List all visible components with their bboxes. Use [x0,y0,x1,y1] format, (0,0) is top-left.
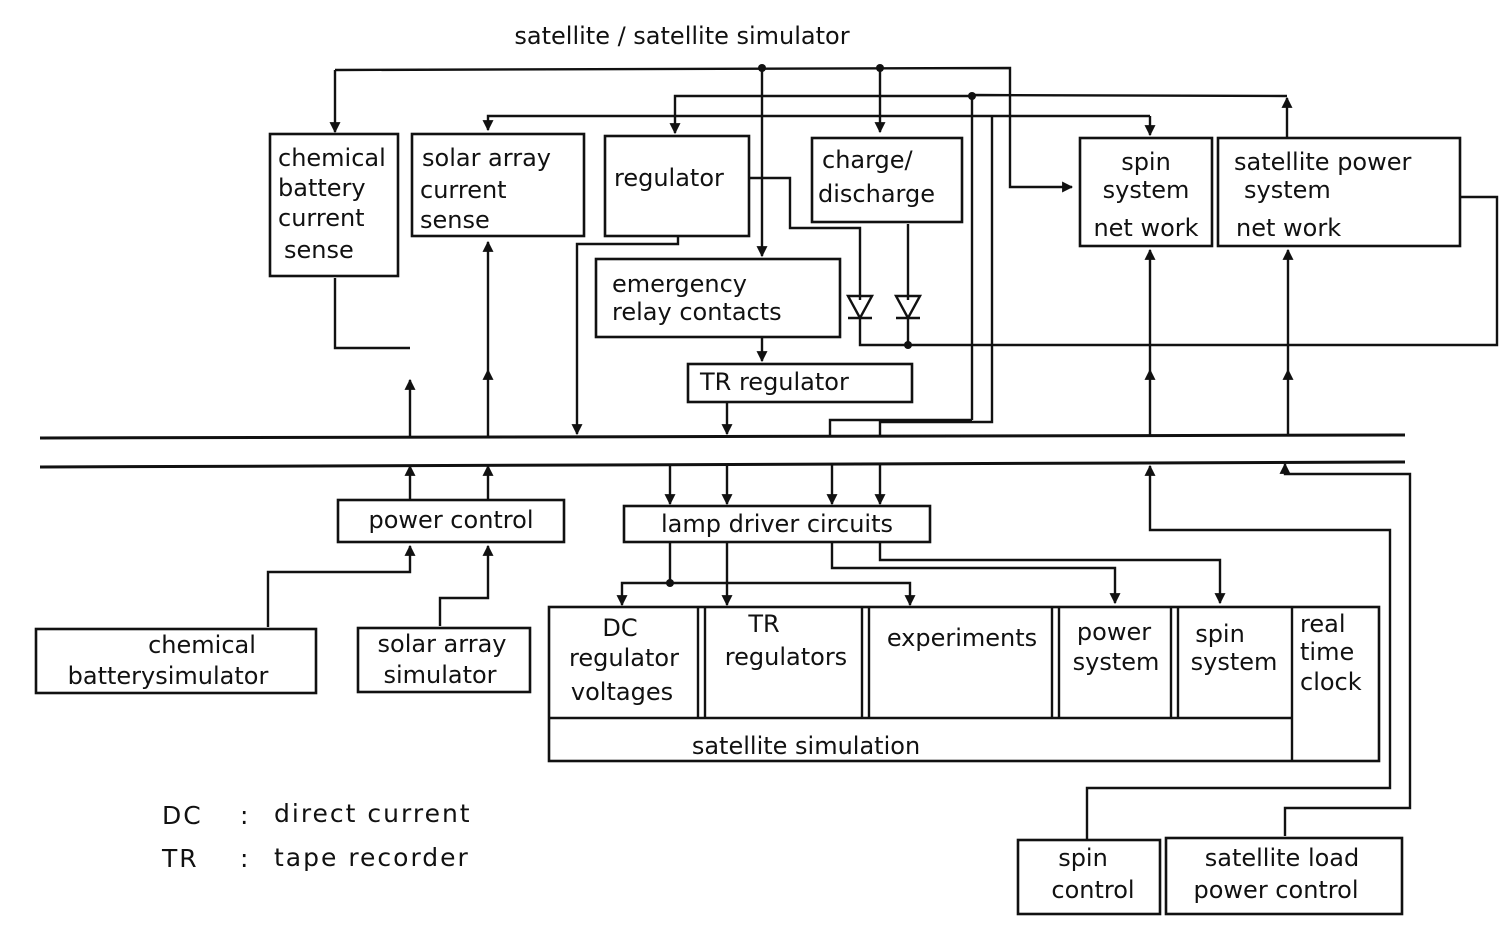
svg-text:regulator: regulator [614,164,724,192]
block-satellite-power-system-network: satellite power system net work [1216,136,1462,248]
upper-wiring [329,66,1499,436]
svg-text:battery: battery [278,174,366,202]
legend-abbr-tr: TR [161,844,199,873]
svg-text:satellite power: satellite power [1234,148,1412,176]
svg-text:relay contacts: relay contacts [612,298,782,326]
svg-text:TR: TR [747,610,779,638]
svg-text:sense: sense [284,236,354,264]
svg-text:spin: spin [1058,844,1108,872]
block-emergency-relay-contacts: emergency relay contacts [594,257,842,339]
svg-text:power control: power control [369,506,534,534]
svg-text:discharge: discharge [818,180,935,208]
legend-sep-tr: : [240,844,250,873]
svg-text:power control: power control [1194,876,1359,904]
block-satellite-simulation: satellite simulation [547,605,1381,763]
svg-text:batterysimulator: batterysimulator [68,662,269,690]
legend-abbr-dc: DC [162,801,203,830]
svg-text:chemical: chemical [278,144,386,172]
svg-text:system: system [1244,176,1331,204]
block-tr-regulator: TR regulator [686,362,914,404]
block-spin-control: spin control [1016,838,1162,916]
svg-text:TR regulator: TR regulator [699,368,849,396]
block-tr-regulators: TR regulators [725,607,871,718]
legend-meaning-tr: tape recorder [274,843,470,872]
diode-symbols [845,294,923,321]
block-experiments: experiments [887,607,1061,718]
svg-text:lamp driver circuits: lamp driver circuits [661,510,893,538]
svg-text:spin: spin [1121,148,1171,176]
svg-text:satellite load: satellite load [1205,844,1360,872]
legend-sep-dc: : [240,801,250,830]
svg-text:control: control [1051,876,1134,904]
svg-text:system: system [1191,648,1278,676]
svg-text:current: current [420,176,507,204]
svg-text:experiments: experiments [887,624,1037,652]
svg-text:charge/: charge/ [822,146,914,174]
diagram-title: satellite / satellite simulator [514,22,849,50]
svg-text:clock: clock [1300,668,1362,696]
svg-text:net work: net work [1236,214,1341,242]
svg-text:spin: spin [1195,620,1245,648]
block-spin-system: spin system [1191,620,1278,676]
svg-text:sense: sense [420,206,490,234]
upper-bus-line [39,433,1406,440]
svg-text:chemical: chemical [148,631,256,659]
svg-text:solar array: solar array [422,144,551,172]
lower-bus-line [39,460,1406,469]
block-chemical-battery-current-sense: chemical battery current sense [268,132,400,278]
svg-text:current: current [278,204,365,232]
svg-text:regulators: regulators [725,643,847,671]
block-spin-system-network: spin system net work [1078,136,1214,248]
legend-meaning-dc: direct current [274,799,472,828]
block-charge-discharge: charge/ discharge [810,136,964,224]
lower-wiring [266,462,1412,840]
block-regulator: regulator [603,134,751,238]
svg-text:system: system [1073,648,1160,676]
svg-text:regulator: regulator [569,644,679,672]
svg-text:time: time [1300,638,1354,666]
svg-text:satellite simulation: satellite simulation [692,732,920,760]
svg-text:system: system [1103,176,1190,204]
block-chemical-battery-simulator: chemical batterysimulator [34,627,318,695]
svg-text:net work: net work [1093,214,1198,242]
block-satellite-load-power-control: satellite load power control [1164,836,1404,916]
block-power-control: power control [336,498,566,544]
svg-text:power: power [1077,618,1151,646]
block-power-system: power system [1073,607,1180,718]
svg-text:solar array: solar array [378,630,507,658]
svg-text:DC: DC [602,614,637,642]
block-dc-regulator-voltages: DC regulator voltages [569,607,707,718]
block-solar-array-simulator: solar array simulator [356,626,532,694]
legend: DC : direct current TR : tape recorder [161,799,472,873]
block-lamp-driver-circuits: lamp driver circuits [622,504,932,544]
svg-text:simulator: simulator [383,661,496,689]
svg-text:voltages: voltages [571,678,673,706]
block-solar-array-current-sense: solar array current sense [410,132,586,238]
block-real-time-clock: real time clock [1300,610,1362,696]
svg-text:real: real [1300,610,1345,638]
svg-text:emergency: emergency [612,270,747,298]
